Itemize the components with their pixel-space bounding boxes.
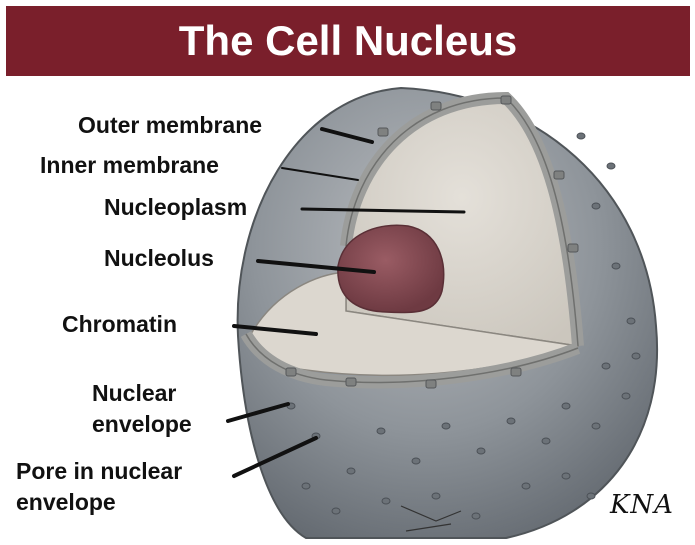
label-chromatin: Chromatin	[62, 310, 177, 339]
diagram-area: Outer membrane Inner membrane Nucleoplas…	[6, 76, 690, 539]
label-inner-membrane: Inner membrane	[40, 151, 219, 180]
figure-title: The Cell Nucleus	[6, 6, 690, 76]
label-nuclear-envelope-line1: Nuclear	[92, 379, 176, 408]
label-pore-line2: envelope	[16, 488, 116, 517]
title-bar: The Cell Nucleus	[6, 6, 690, 76]
label-nucleolus: Nucleolus	[104, 244, 214, 273]
label-nuclear-envelope-line2: envelope	[92, 410, 192, 439]
label-nucleoplasm: Nucleoplasm	[104, 193, 247, 222]
label-outer-membrane: Outer membrane	[78, 111, 262, 140]
label-pore-line1: Pore in nuclear	[16, 457, 182, 486]
artist-signature: KNA	[610, 490, 674, 520]
